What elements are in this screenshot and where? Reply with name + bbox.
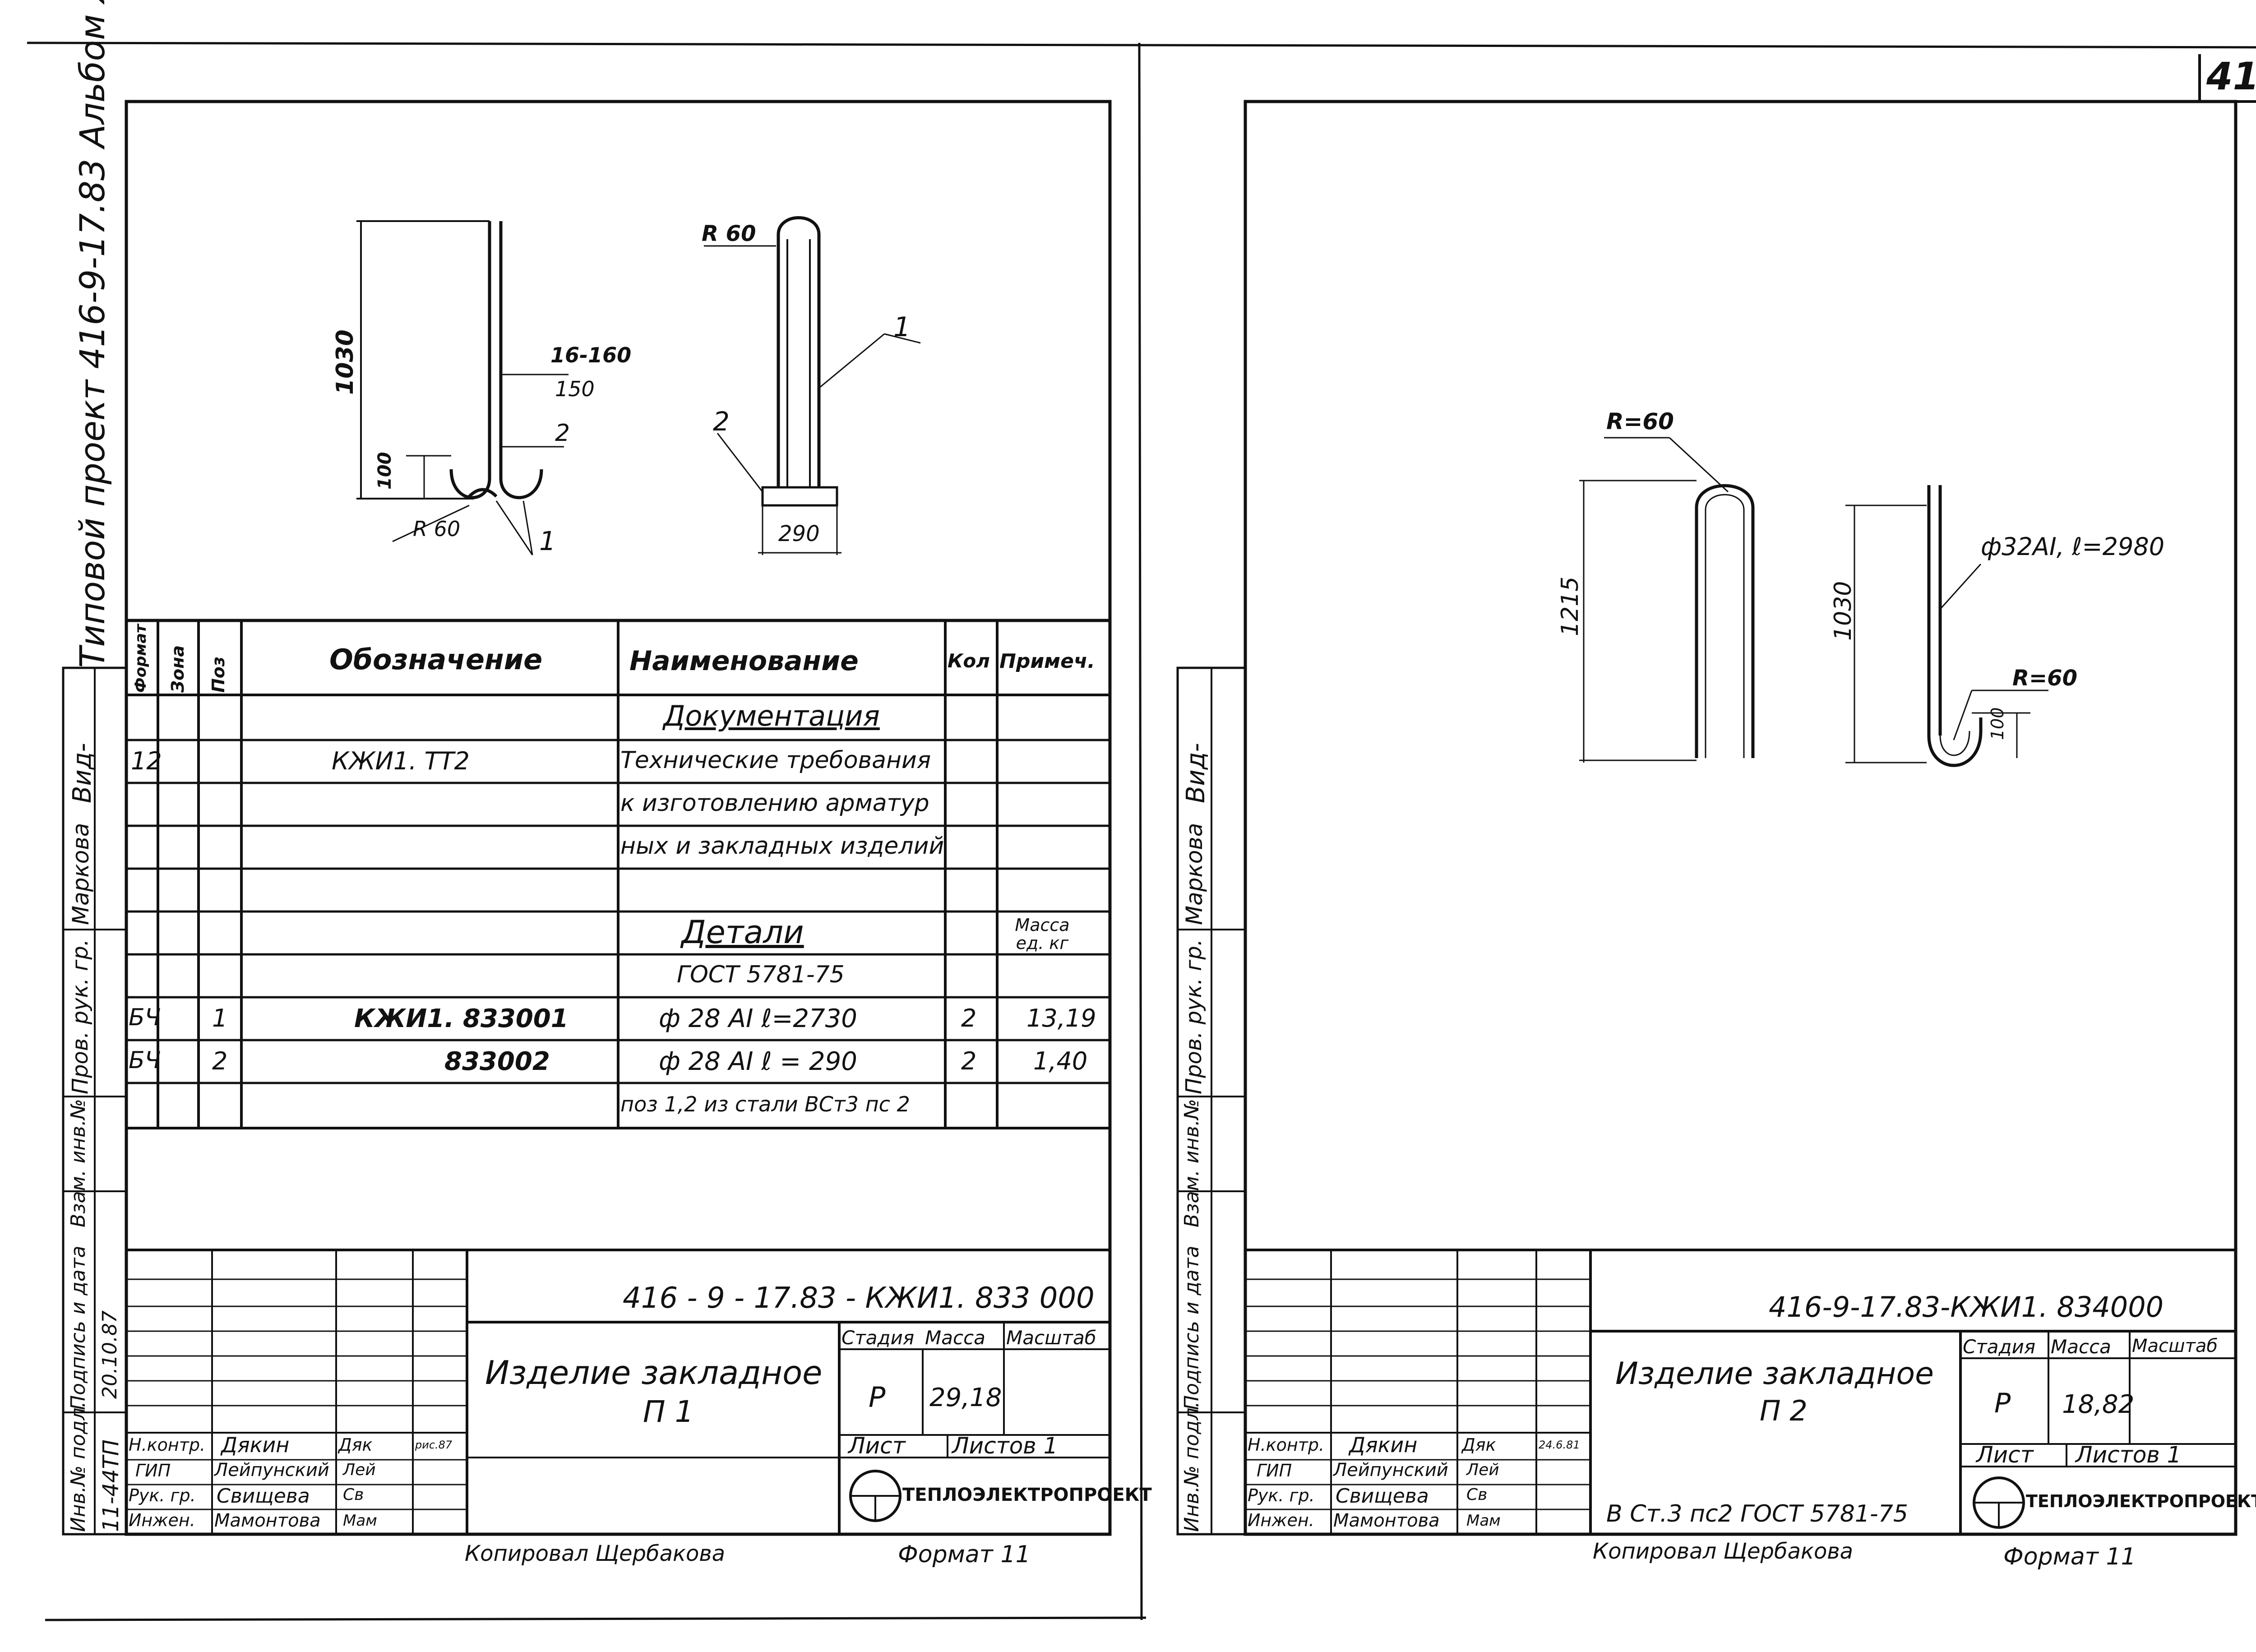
- spec-row-8-name: ф 28 АI ℓ = 290: [659, 1047, 857, 1076]
- right-sheets-h: Листов 1: [2076, 1442, 2182, 1468]
- right-material: В Ст.3 пс2 ГОСТ 5781-75: [1606, 1500, 1908, 1527]
- spec-row-2-name: к изготовлению арматур: [620, 790, 929, 817]
- left-side-callout-1: 1: [893, 311, 911, 343]
- left-person-2-name: Свищева: [217, 1485, 310, 1508]
- spec-h-code: Обозначение: [329, 643, 543, 676]
- spec-row-7-note: 13,19: [1026, 1004, 1096, 1032]
- left-person-3-name: Мамонтова: [214, 1510, 321, 1531]
- spec-row-1-code: КЖИ1. ТТ2: [332, 747, 470, 775]
- left-person-1-role: ГИП: [135, 1461, 171, 1481]
- spec-row-7-fmt: БЧ: [129, 1004, 161, 1031]
- right-person-3-role: Инжен.: [1248, 1510, 1314, 1530]
- left-doc-code: 416 - 9 - 17.83 - КЖИ1. 833 000: [623, 1282, 1095, 1315]
- left-radius-label: R 60: [413, 517, 461, 541]
- left-stage: Р: [869, 1381, 886, 1414]
- left-spacing-top: 16-160: [550, 343, 632, 367]
- spec-row-7-name: ф 28 АI ℓ=2730: [659, 1004, 857, 1033]
- right-product-mark: П 2: [1760, 1394, 1808, 1427]
- left-mass-h: Масса: [925, 1327, 985, 1349]
- right-stage: Р: [1994, 1388, 2011, 1419]
- left-format: Формат 11: [898, 1541, 1031, 1568]
- left-callout-2: 2: [555, 420, 570, 447]
- spec-row-0-name: Документация: [663, 699, 880, 732]
- left-copied-by: Копировал Щербакова: [465, 1541, 726, 1566]
- left-person-0-role: Н.контр.: [129, 1435, 206, 1455]
- spec-row-1-fmt: 12: [131, 747, 162, 775]
- page-number: 411: [2206, 54, 2256, 98]
- right-person-0-name: Дякин: [1349, 1433, 1418, 1457]
- left-product-mark: П 1: [643, 1394, 694, 1429]
- right-mass-h: Масса: [2051, 1336, 2111, 1358]
- spec-h-qty: Кол: [948, 650, 990, 672]
- left-sheets-h: Листов 1: [952, 1433, 1058, 1459]
- spec-row-7-pos: 1: [212, 1004, 228, 1032]
- right-radius-label: R=60: [1606, 408, 1674, 435]
- spec-row-8-fmt: БЧ: [129, 1047, 161, 1074]
- left-person-0-name: Дякин: [221, 1433, 290, 1457]
- right-sheet-h: Лист: [1976, 1442, 2034, 1468]
- spec-row-7-code: КЖИ1. 833001: [354, 1004, 569, 1033]
- right-product-name: Изделие закладное: [1615, 1356, 1934, 1392]
- left-mass: 29,18: [929, 1383, 1002, 1412]
- left-person-1-sign: Лей: [343, 1461, 376, 1479]
- right-copied-by: Копировал Щербакова: [1593, 1539, 1854, 1564]
- spec-row-5-name: Детали: [681, 914, 804, 951]
- left-person-3-role: Инжен.: [129, 1510, 195, 1530]
- left-spacing-bottom: 150: [555, 377, 595, 401]
- spec-row-8-note: 1,40: [1033, 1047, 1088, 1075]
- right-person-0-role: Н.контр.: [1248, 1435, 1325, 1455]
- spec-h-note: Примеч.: [999, 650, 1095, 673]
- spec-row-8-code: 833002: [444, 1047, 550, 1076]
- left-person-2-role: Рук. гр.: [129, 1485, 196, 1505]
- left-person-1-name: Лейпунский: [214, 1460, 329, 1481]
- left-person-3-sign: Мам: [343, 1512, 377, 1530]
- right-person-3-name: Мамонтова: [1333, 1510, 1440, 1531]
- right-person-2-sign: Св: [1466, 1485, 1488, 1504]
- spec-row-7-qty: 2: [961, 1004, 977, 1032]
- right-person-1-name: Лейпунский: [1333, 1460, 1448, 1481]
- spec-h-name: Наименование: [629, 645, 859, 677]
- left-person-2-sign: Св: [343, 1485, 364, 1504]
- right-radius2-label: R=60: [2012, 666, 2077, 691]
- left-scale-h: Масштаб: [1006, 1327, 1096, 1349]
- spec-row-8-qty: 2: [961, 1047, 977, 1075]
- right-mass: 18,82: [2062, 1390, 2135, 1419]
- left-stage-h: Стадия: [841, 1327, 915, 1349]
- right-person-1-sign: Лей: [1466, 1461, 1499, 1479]
- right-stage-h: Стадия: [1963, 1336, 2036, 1358]
- left-callout-1: 1: [539, 526, 556, 556]
- spec-row-6-name: ГОСТ 5781-75: [677, 961, 845, 988]
- left-person-0-date: рис.87: [415, 1439, 453, 1451]
- spec-row-8-pos: 2: [212, 1047, 228, 1075]
- right-org-name: ТЕПЛОЭЛЕКТРОПРОЕКТ: [2026, 1491, 2256, 1511]
- left-org-name: ТЕПЛОЭЛЕКТРОПРОЕКТ: [902, 1485, 1152, 1505]
- right-person-1-role: ГИП: [1257, 1461, 1292, 1481]
- left-person-0-sign: Дяк: [338, 1435, 373, 1455]
- spec-row-3-name: ных и закладных изделий: [620, 833, 944, 860]
- spec-row-1-name: Технические требования: [620, 747, 931, 774]
- spec-row-9-name: поз 1,2 из стали ВСт3 пс 2: [620, 1092, 910, 1116]
- left-side-radius: R 60: [702, 221, 756, 246]
- right-format: Формат 11: [2003, 1543, 2136, 1570]
- left-product-name: Изделие закладное: [485, 1354, 823, 1392]
- right-person-2-role: Рук. гр.: [1248, 1485, 1315, 1505]
- left-side-callout-2: 2: [713, 406, 730, 437]
- right-person-0-sign: Дяк: [1462, 1435, 1496, 1455]
- right-person-2-name: Свищева: [1336, 1485, 1429, 1508]
- right-bar-label: ф32АI, ℓ=2980: [1981, 532, 2165, 561]
- right-scale-h: Масштаб: [2132, 1336, 2218, 1356]
- right-person-0-date: 24.6.81: [1539, 1439, 1580, 1451]
- right-person-3-sign: Мам: [1466, 1512, 1501, 1530]
- spec-row-5-note: Масса ед. кг: [1015, 915, 1070, 953]
- right-doc-code: 416-9-17.83-КЖИ1. 834000: [1769, 1291, 2164, 1323]
- left-sheet-h: Лист: [848, 1433, 906, 1459]
- left-width-dim: 290: [778, 521, 820, 546]
